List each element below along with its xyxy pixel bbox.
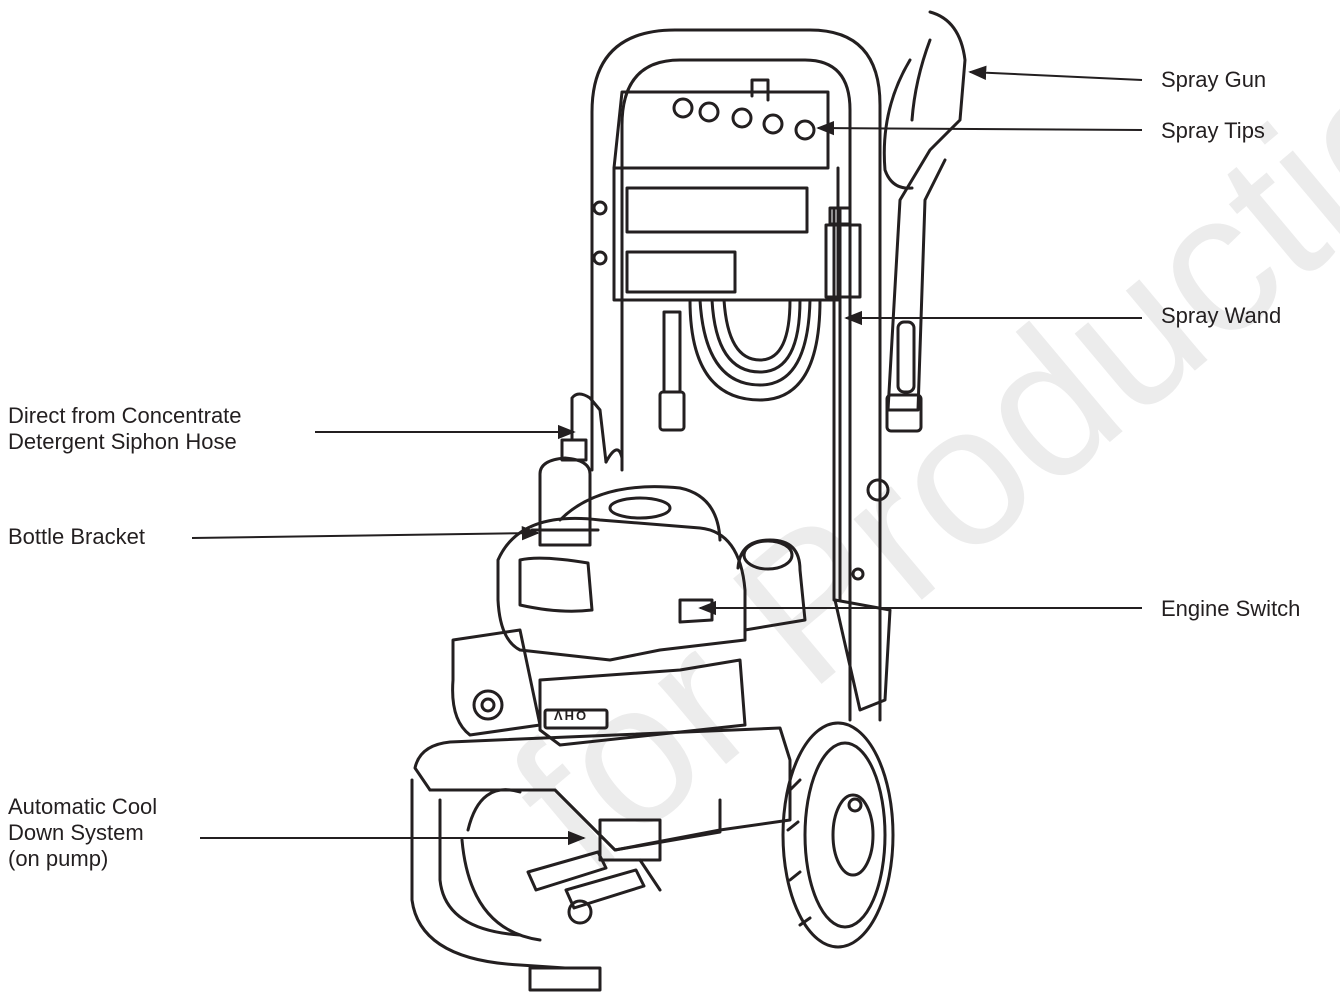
- label-spray-tips: Spray Tips: [1161, 118, 1265, 144]
- label-detergent-hose: Direct from Concentrate Detergent Siphon…: [8, 403, 242, 455]
- label-detergent-hose-line-2: Detergent Siphon Hose: [8, 429, 237, 454]
- pump-assembly: [526, 818, 662, 925]
- label-engine-switch-text: Engine Switch: [1161, 596, 1301, 621]
- spray-gun: [882, 10, 967, 433]
- label-spray-tips-text: Spray Tips: [1161, 118, 1265, 143]
- label-cool-down-line-3: (on pump): [8, 846, 109, 871]
- label-spray-wand: Spray Wand: [1161, 303, 1281, 329]
- label-bottle-bracket: Bottle Bracket: [8, 524, 145, 550]
- label-detergent-hose-line-1: Direct from Concentrate: [8, 403, 242, 428]
- arrow-spray-gun: [968, 65, 1143, 81]
- detergent-bottle: [530, 392, 624, 547]
- label-spray-wand-text: Spray Wand: [1161, 303, 1282, 328]
- engine: [451, 485, 807, 747]
- engine-badge: OHV: [552, 708, 587, 723]
- arrow-spray-tips: [816, 120, 1143, 136]
- spray-tips-holder: [612, 78, 840, 302]
- spray-wand: [824, 206, 862, 602]
- left-wheel: [460, 788, 542, 942]
- label-cool-down-line-1: Automatic Cool: [8, 794, 158, 819]
- spray-tip-nozzles: [672, 78, 816, 141]
- label-cool-down-line-2: Down System: [8, 820, 144, 845]
- label-bottle-bracket-text: Bottle Bracket: [8, 524, 145, 549]
- arrow-bottle-bracket: [191, 526, 540, 541]
- right-leg: [833, 478, 892, 722]
- hose-reel: [658, 298, 822, 432]
- label-spray-gun-text: Spray Gun: [1161, 67, 1267, 92]
- handle-frame: [590, 28, 882, 542]
- label-cool-down: Automatic Cool Down System (on pump): [8, 794, 157, 872]
- label-engine-switch: Engine Switch: [1161, 596, 1300, 622]
- right-wheel: [781, 721, 895, 949]
- label-spray-gun: Spray Gun: [1161, 67, 1266, 93]
